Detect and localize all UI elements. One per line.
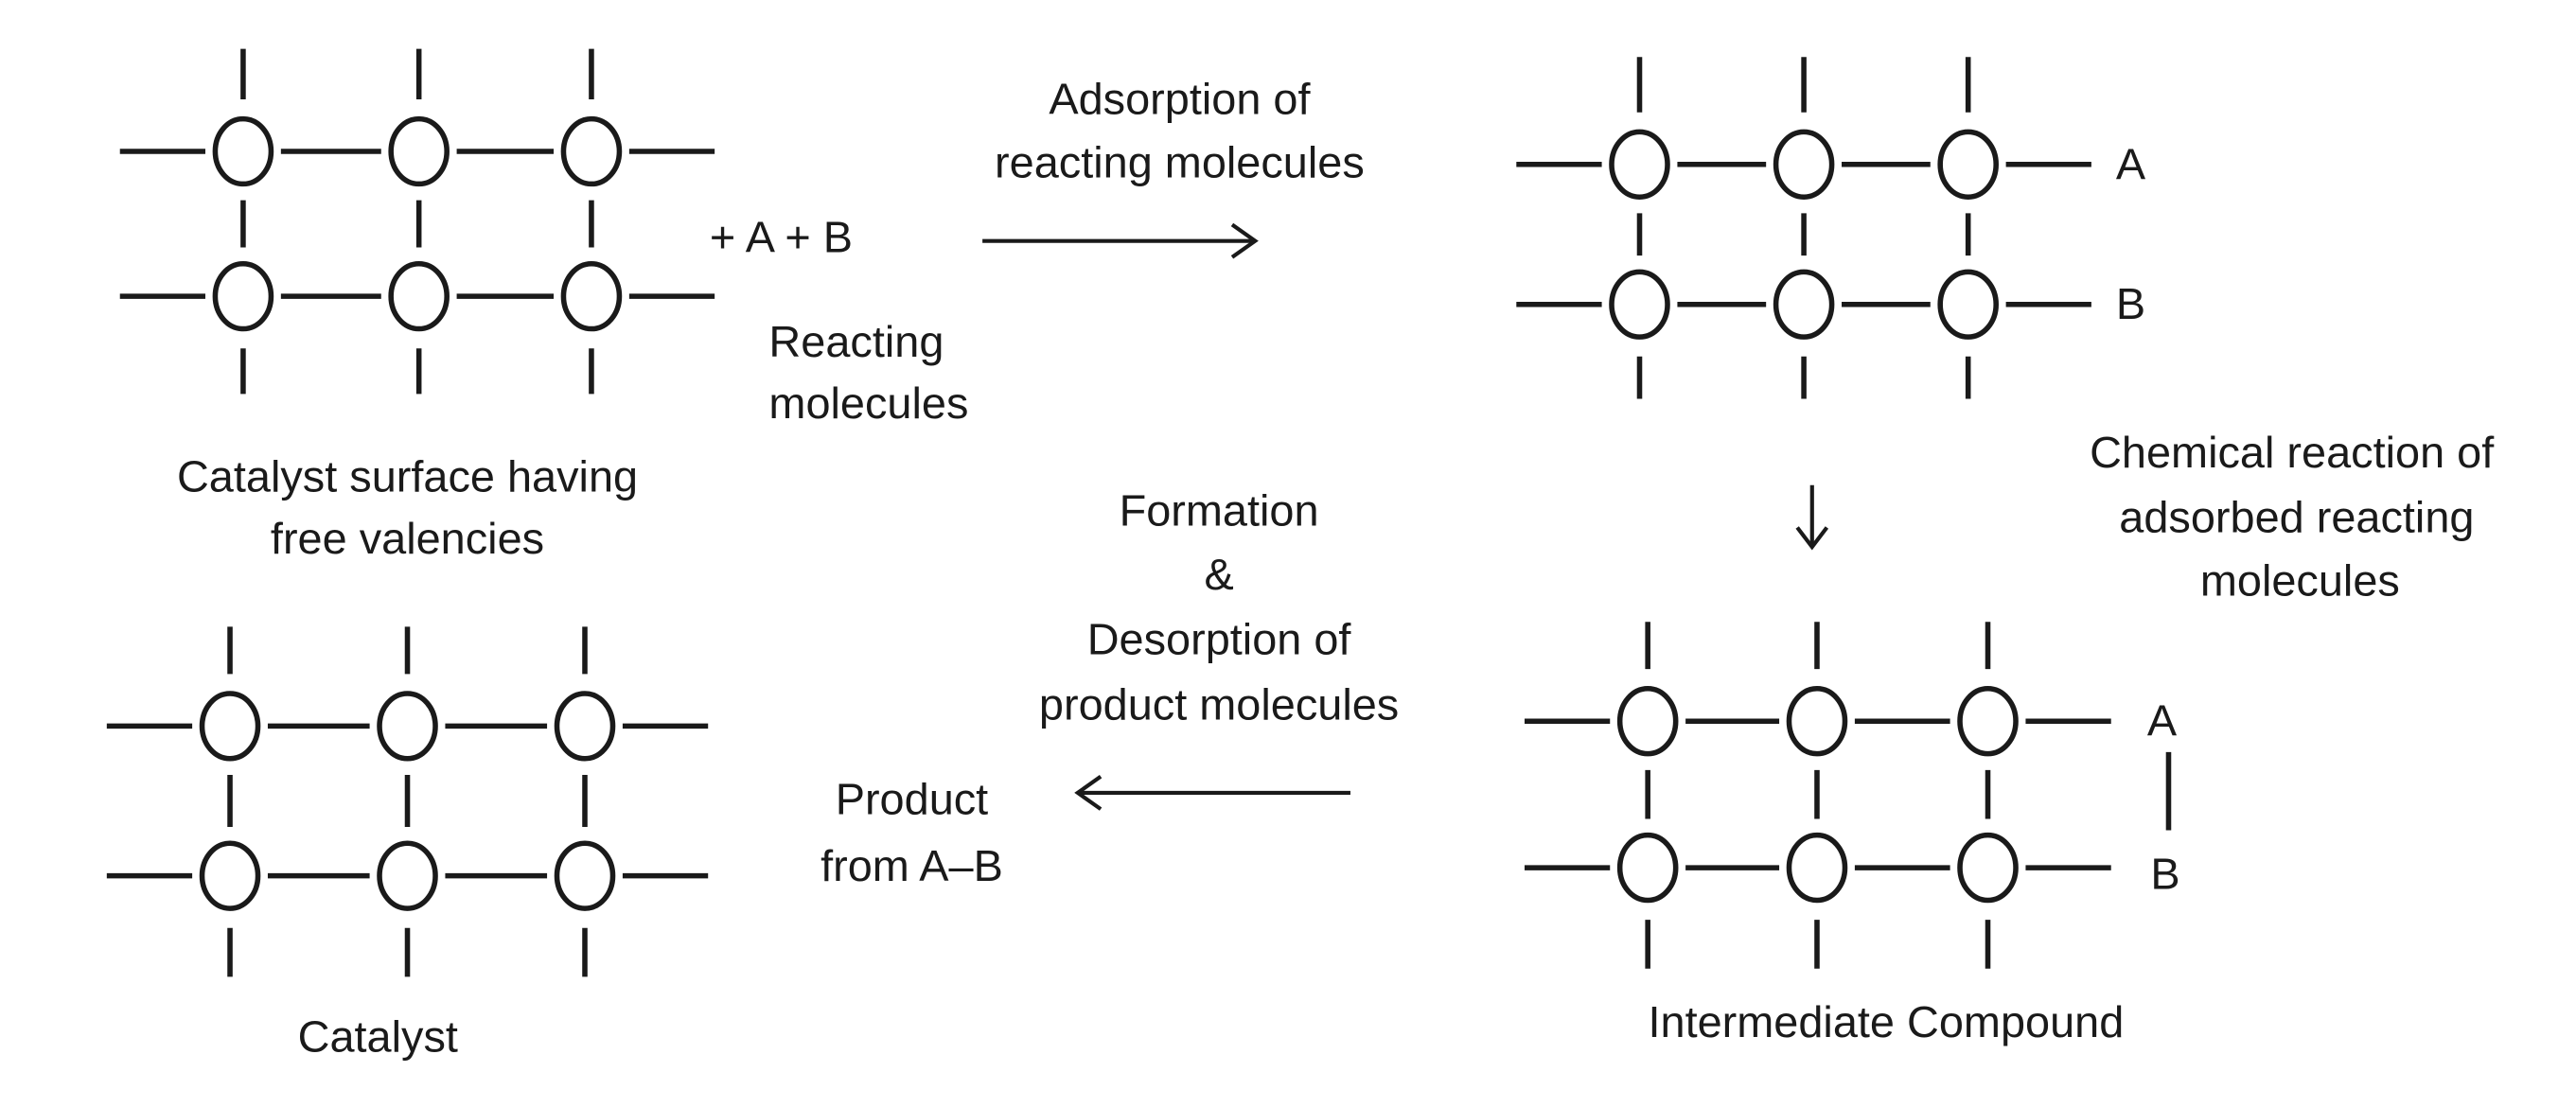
desorption-label-3: Desorption of bbox=[1087, 615, 1352, 664]
catalyst-atom bbox=[1616, 686, 1679, 757]
catalyst-atom bbox=[212, 115, 274, 187]
reaction-label: Chemical reaction of bbox=[2090, 428, 2495, 477]
catalyst-atom bbox=[1957, 686, 2019, 757]
adsorbed-atom-a: A bbox=[2116, 139, 2146, 188]
catalyst-atom bbox=[1609, 129, 1670, 200]
catalyst-atom bbox=[1609, 269, 1670, 340]
intermediate-lattice bbox=[1524, 622, 2111, 969]
adsorbed-atom-b: B bbox=[2116, 279, 2145, 328]
reacting-molecules-label-2: molecules bbox=[768, 378, 968, 428]
adsorbed-lattice bbox=[1516, 57, 2091, 399]
catalyst-atom bbox=[377, 840, 438, 911]
catalyst-atom bbox=[388, 260, 450, 332]
desorption-label: Formation bbox=[1120, 486, 1319, 536]
catalyst-atom bbox=[560, 115, 623, 187]
adsorption-label: Adsorption of bbox=[1049, 75, 1311, 124]
intermediate-atom-a: A bbox=[2147, 696, 2178, 746]
catalyst-atom bbox=[1786, 832, 1848, 904]
catalyst-atom bbox=[1773, 269, 1835, 340]
left-arrow bbox=[1074, 775, 1350, 811]
catalyst-atom bbox=[1957, 832, 2019, 904]
catalyst-atom bbox=[199, 691, 261, 762]
catalyst-lattice bbox=[106, 626, 709, 977]
product-label: Product bbox=[836, 774, 989, 823]
catalyst-atom bbox=[1616, 832, 1679, 904]
catalyst-atom bbox=[560, 260, 623, 332]
catalyst-atom bbox=[212, 260, 274, 332]
intermediate-atom-b: B bbox=[2150, 850, 2179, 899]
catalyst-atom bbox=[1786, 686, 1848, 757]
catalyst-atom bbox=[388, 115, 450, 187]
down-arrow bbox=[1795, 484, 1829, 551]
catalyst-atom bbox=[554, 840, 616, 911]
reaction-label-2: adsorbed reacting bbox=[2119, 493, 2474, 542]
catalyst-label: Catalyst bbox=[298, 1012, 458, 1062]
adsorption-label-2: reacting molecules bbox=[995, 138, 1365, 187]
catalyst-surface-label: Catalyst surface having bbox=[177, 452, 638, 501]
catalyst-atom bbox=[199, 840, 261, 911]
desorption-label-4: product molecules bbox=[1039, 680, 1399, 729]
catalyst-surface-label-2: free valencies bbox=[271, 514, 544, 563]
catalyst-atom bbox=[1937, 269, 1999, 340]
desorption-label-2: & bbox=[1204, 550, 1233, 599]
product-label-2: from A–B bbox=[820, 841, 1003, 890]
catalyst-surface-lattice bbox=[119, 48, 715, 395]
catalyst-atom bbox=[554, 691, 616, 762]
catalyst-atom bbox=[377, 691, 438, 762]
catalyst-atom bbox=[1773, 129, 1835, 200]
catalyst-atom bbox=[1937, 129, 1999, 200]
reactants-text: + A + B bbox=[710, 213, 853, 262]
reaction-label-3: molecules bbox=[2200, 556, 2400, 606]
intermediate-label: Intermediate Compound bbox=[1649, 997, 2125, 1046]
right-arrow bbox=[982, 222, 1259, 259]
reacting-molecules-label: Reacting bbox=[768, 317, 944, 366]
